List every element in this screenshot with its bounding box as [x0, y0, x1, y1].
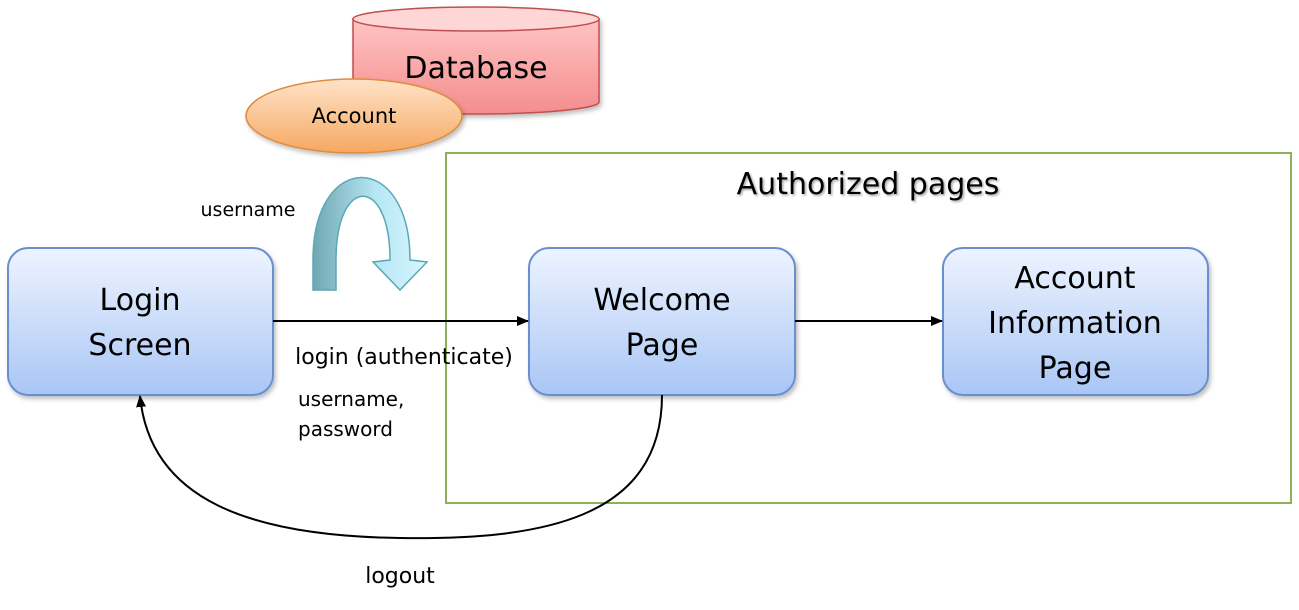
- welcome-page-label-line1: Welcome: [593, 283, 730, 318]
- login-edge-label: login (authenticate): [295, 345, 513, 370]
- login-screen-label-line1: Login: [100, 283, 181, 318]
- account-info-label-line1: Account: [1014, 261, 1135, 296]
- account-info-label-line3: Page: [1039, 351, 1112, 386]
- authorized-pages-label: Authorized pages: [737, 167, 1000, 202]
- account-entity: [245, 78, 463, 154]
- account-information-page-node: [942, 247, 1209, 396]
- username-lookup-label: username: [201, 199, 296, 221]
- database-label: Database: [404, 51, 547, 86]
- credentials-label-line2: password: [298, 417, 393, 441]
- login-screen-node: [7, 247, 274, 396]
- welcome-page-node: [528, 247, 796, 396]
- login-screen-label-line2: Screen: [88, 328, 191, 363]
- logout-edge-arrow: [136, 394, 663, 540]
- account-label: Account: [312, 104, 397, 128]
- account-info-label-line2: Information: [988, 306, 1162, 341]
- logout-edge-label: logout: [365, 564, 435, 589]
- curved-lookup-arrow: [312, 176, 429, 292]
- credentials-label-line1: username,: [298, 387, 404, 411]
- welcome-page-label-line2: Page: [626, 328, 699, 363]
- authorized-pages-region: [445, 152, 1292, 504]
